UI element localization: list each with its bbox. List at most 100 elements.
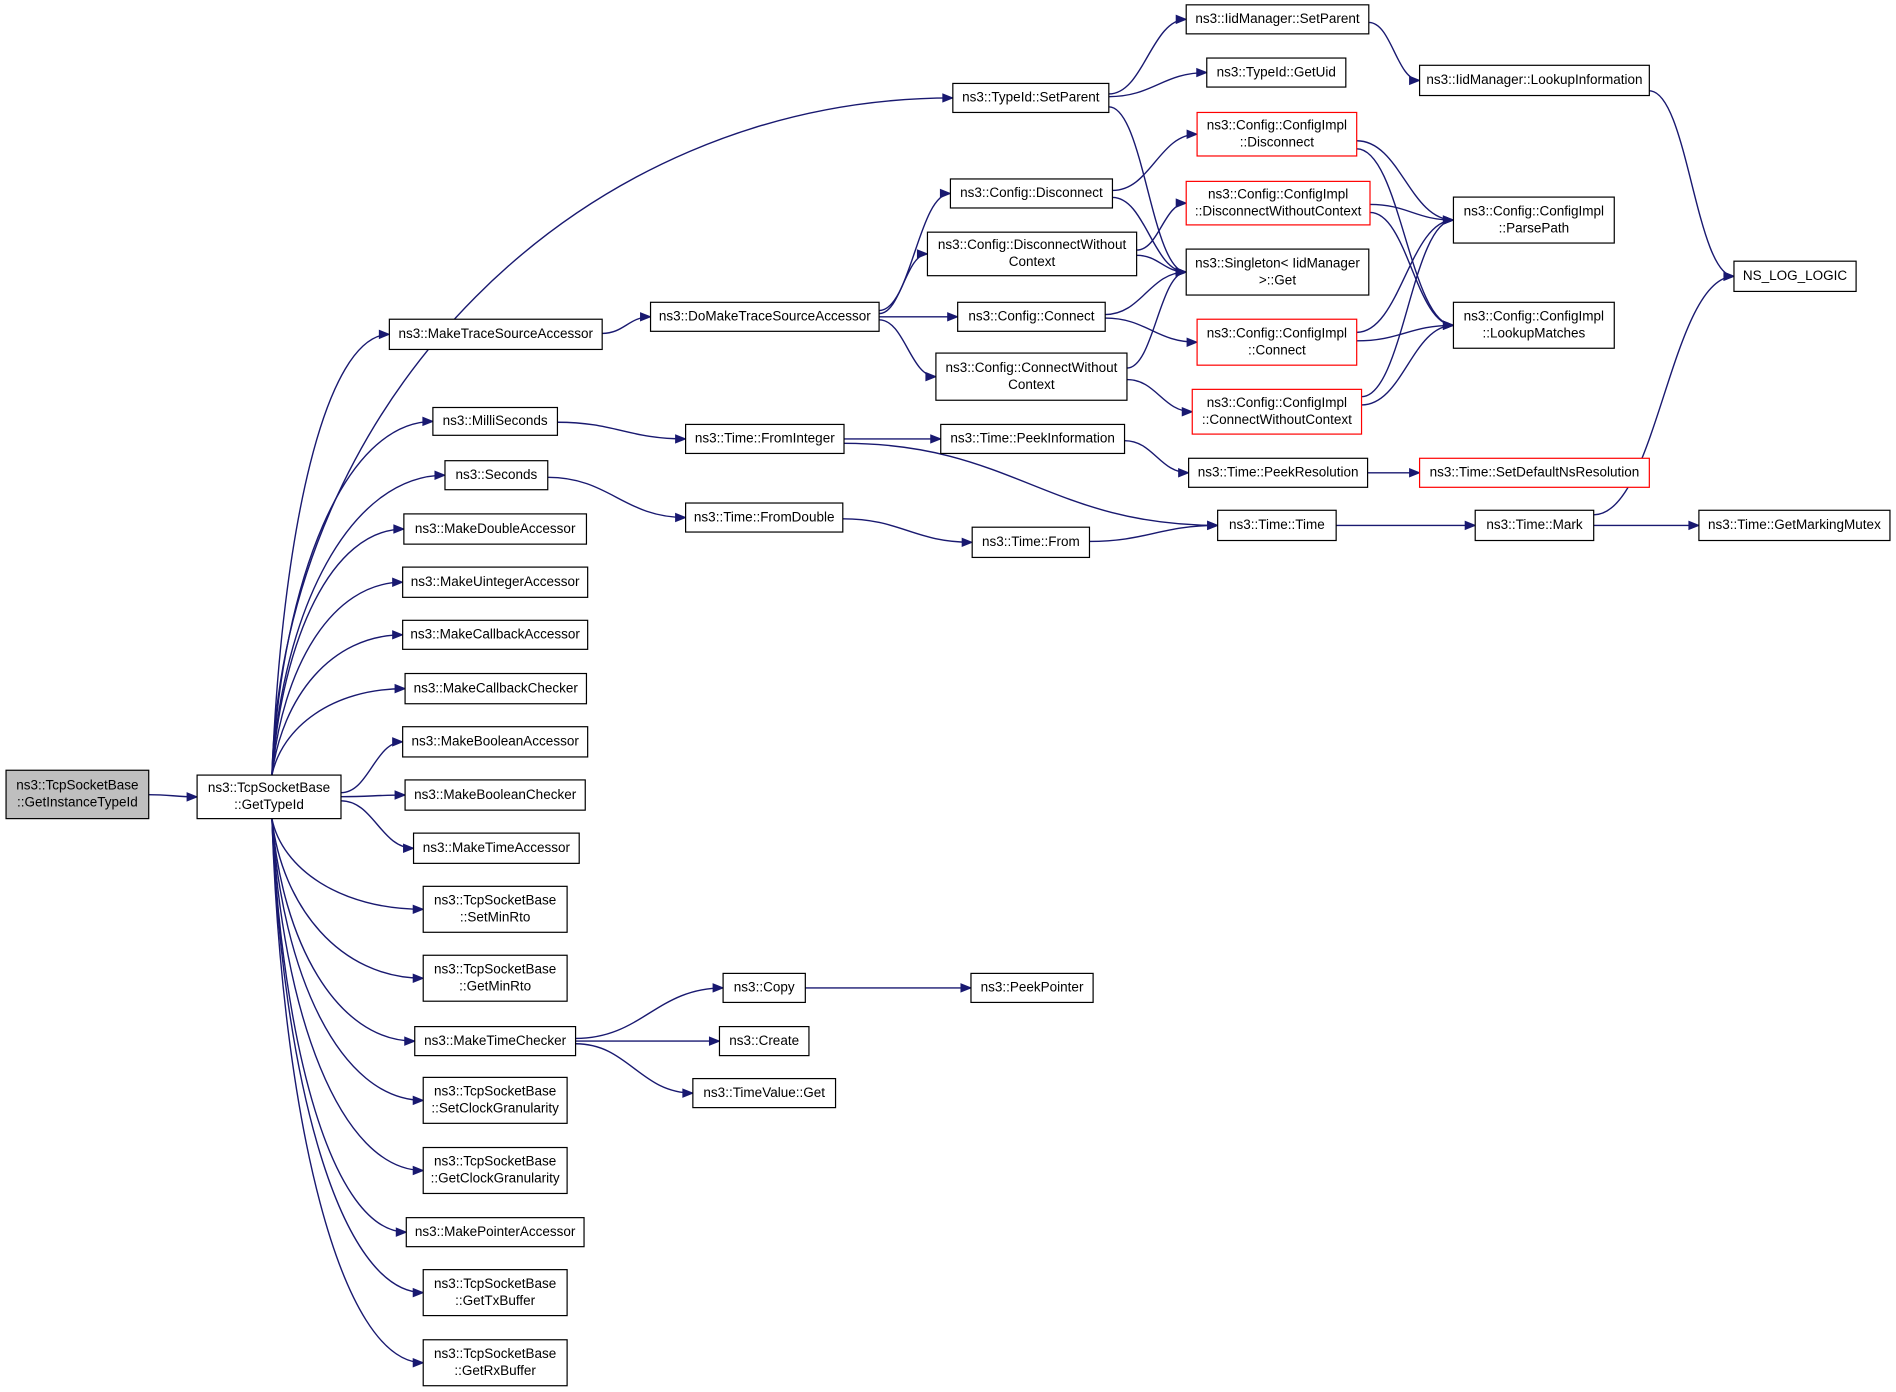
node-box-getclockgran[interactable] [422,1146,568,1195]
node-setdefaultns[interactable]: ns3::Time::SetDefaultNsResolution [1418,457,1650,488]
node-setparent[interactable]: ns3::TypeId::SetParent [952,82,1110,114]
node-box-setclockgran[interactable] [422,1076,568,1124]
node-nslog[interactable]: NS_LOG_LOGIC [1733,260,1857,293]
node-box-cfg_connect[interactable] [957,301,1106,332]
node-box-timetime[interactable] [1217,509,1337,542]
node-setclockgran[interactable]: ns3::TcpSocketBase::SetClockGranularity [422,1076,568,1124]
node-gettxbuffer[interactable]: ns3::TcpSocketBase::GetTxBuffer [422,1269,568,1317]
node-peekpointer[interactable]: ns3::PeekPointer [970,972,1094,1004]
node-milliseconds[interactable]: ns3::MilliSeconds [432,406,559,436]
node-box-root[interactable] [5,769,150,820]
node-box-singleton[interactable] [1185,248,1370,296]
node-box-peekres[interactable] [1188,457,1369,488]
node-mark[interactable]: ns3::Time::Mark [1474,509,1595,542]
node-seconds[interactable]: ns3::Seconds [444,460,549,491]
node-box-ci_connect[interactable] [1196,318,1358,366]
node-box-cfg_conn_wo[interactable] [935,352,1128,401]
node-ci_disc_wo[interactable]: ns3::Config::ConfigImpl::DisconnectWitho… [1185,180,1371,226]
node-box-milliseconds[interactable] [432,406,559,436]
node-box-nslog[interactable] [1733,260,1857,293]
node-box-makeboolacc[interactable] [402,726,589,758]
node-maketrace[interactable]: ns3::MakeTraceSourceAccessor [388,318,603,351]
node-create[interactable]: ns3::Create [718,1025,810,1057]
node-box-seconds[interactable] [444,460,549,491]
node-box-peekinfo[interactable] [940,423,1126,455]
node-getuid[interactable]: ns3::TypeId::GetUid [1206,57,1347,88]
node-timetime[interactable]: ns3::Time::Time [1217,509,1337,542]
node-box-ci_conn_wo[interactable] [1191,388,1363,435]
node-box-makeptracc[interactable] [405,1217,585,1248]
node-maketimechk[interactable]: ns3::MakeTimeChecker [414,1025,577,1057]
node-box-setdefaultns[interactable] [1418,457,1650,488]
node-box-ci_disc_wo[interactable] [1185,180,1371,226]
node-box-timevalueget[interactable] [692,1077,837,1109]
node-cfg_conn_wo[interactable]: ns3::Config::ConnectWithoutContext [935,352,1128,401]
node-box-cfg_disc_wo[interactable] [926,231,1138,277]
node-makeuint[interactable]: ns3::MakeUintegerAccessor [402,566,589,598]
node-frominteger[interactable]: ns3::Time::FromInteger [685,423,845,455]
node-box-maketimeacc[interactable] [412,832,580,864]
node-makecbacc[interactable]: ns3::MakeCallbackAccessor [402,619,589,650]
node-box-domaketrace[interactable] [649,301,880,332]
node-makeptracc[interactable]: ns3::MakePointerAccessor [405,1217,585,1248]
node-lookupmatches[interactable]: ns3::Config::ConfigImpl::LookupMatches [1452,301,1615,349]
node-copy[interactable]: ns3::Copy [722,972,806,1004]
node-cfg_connect[interactable]: ns3::Config::Connect [957,301,1106,332]
node-root[interactable]: ns3::TcpSocketBase::GetInstanceTypeId [5,769,150,820]
node-peekres[interactable]: ns3::Time::PeekResolution [1188,457,1369,488]
node-box-lookupmatches[interactable] [1452,301,1615,349]
node-box-copy[interactable] [722,972,806,1004]
node-box-makedouble[interactable] [403,513,588,545]
node-box-lookupinfo[interactable] [1418,64,1650,97]
node-parsepath[interactable]: ns3::Config::ConfigImpl::ParsePath [1452,196,1615,244]
node-iid_setparent[interactable]: ns3::IidManager::SetParent [1185,4,1370,35]
node-getminrto[interactable]: ns3::TcpSocketBase::GetMinRto [422,954,568,1002]
node-box-getmarkingmutex[interactable] [1698,509,1891,542]
node-box-makecbacc[interactable] [402,619,589,650]
node-makeboolacc[interactable]: ns3::MakeBooleanAccessor [402,726,589,758]
node-box-timefrom[interactable] [971,526,1091,559]
node-box-getrxbuffer[interactable] [422,1339,568,1387]
node-cfg_disconnect[interactable]: ns3::Config::Disconnect [949,178,1114,209]
node-singleton[interactable]: ns3::Singleton< IidManager>::Get [1185,248,1370,296]
node-box-setminrto[interactable] [422,885,568,933]
node-box-setparent[interactable] [952,82,1110,114]
node-domaketrace[interactable]: ns3::DoMakeTraceSourceAccessor [649,301,880,332]
node-timefrom[interactable]: ns3::Time::From [971,526,1091,559]
node-box-iid_setparent[interactable] [1185,4,1370,35]
node-box-mark[interactable] [1474,509,1595,542]
node-box-getuid[interactable] [1206,57,1347,88]
node-setminrto[interactable]: ns3::TcpSocketBase::SetMinRto [422,885,568,933]
node-box-fromdouble[interactable] [685,502,844,533]
node-box-gettypeid[interactable] [196,774,342,820]
node-box-gettxbuffer[interactable] [422,1269,568,1317]
node-box-frominteger[interactable] [685,423,845,455]
node-peekinfo[interactable]: ns3::Time::PeekInformation [940,423,1126,455]
node-box-create[interactable] [718,1025,810,1057]
node-gettypeid[interactable]: ns3::TcpSocketBase::GetTypeId [196,774,342,820]
node-makeboolchk[interactable]: ns3::MakeBooleanChecker [404,779,586,811]
node-box-getminrto[interactable] [422,954,568,1002]
node-fromdouble[interactable]: ns3::Time::FromDouble [685,502,844,533]
node-box-makecbchk[interactable] [404,672,588,705]
node-getrxbuffer[interactable]: ns3::TcpSocketBase::GetRxBuffer [422,1339,568,1387]
node-ci_connect[interactable]: ns3::Config::ConfigImpl::Connect [1196,318,1358,366]
node-box-makeuint[interactable] [402,566,589,598]
node-getclockgran[interactable]: ns3::TcpSocketBase::GetClockGranularity [422,1146,568,1195]
node-box-ci_disconnect[interactable] [1196,111,1358,157]
node-ci_conn_wo[interactable]: ns3::Config::ConfigImpl::ConnectWithoutC… [1191,388,1363,435]
node-box-maketrace[interactable] [388,318,603,351]
node-lookupinfo[interactable]: ns3::IidManager::LookupInformation [1418,64,1650,97]
node-makecbchk[interactable]: ns3::MakeCallbackChecker [404,672,588,705]
node-ci_disconnect[interactable]: ns3::Config::ConfigImpl::Disconnect [1196,111,1358,157]
node-box-parsepath[interactable] [1452,196,1615,244]
node-box-cfg_disconnect[interactable] [949,178,1114,209]
node-box-makeboolchk[interactable] [404,779,586,811]
node-cfg_disc_wo[interactable]: ns3::Config::DisconnectWithoutContext [926,231,1138,277]
node-maketimeacc[interactable]: ns3::MakeTimeAccessor [412,832,580,864]
node-box-peekpointer[interactable] [970,972,1094,1004]
node-makedouble[interactable]: ns3::MakeDoubleAccessor [403,513,588,545]
node-timevalueget[interactable]: ns3::TimeValue::Get [692,1077,837,1109]
node-box-maketimechk[interactable] [414,1025,577,1057]
node-getmarkingmutex[interactable]: ns3::Time::GetMarkingMutex [1698,509,1891,542]
